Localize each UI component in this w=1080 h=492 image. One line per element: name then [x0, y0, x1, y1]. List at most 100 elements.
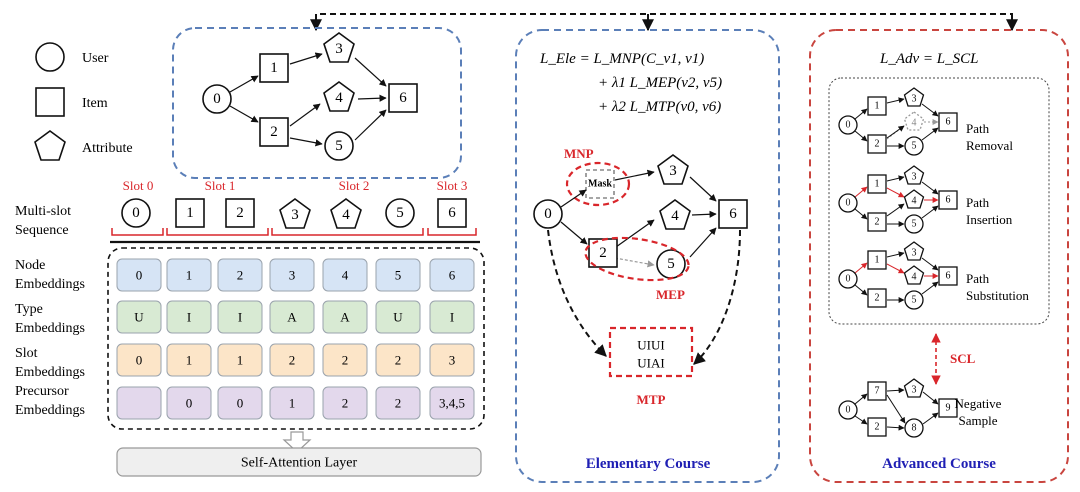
down-arrow-icon	[282, 431, 312, 453]
slot-embedding-value: 1	[237, 353, 244, 368]
slot-embedding-value: 0	[136, 353, 143, 368]
advanced-course: L_Adv = L_SCL 01234560123456012345607238…	[809, 29, 1069, 483]
mini-node-0-label: 0	[846, 198, 851, 209]
seq-node-5-label: 5	[396, 205, 404, 221]
mini-edge	[886, 203, 905, 217]
embedding-grid: Node Embeddings Type Embeddings Slot Emb…	[15, 247, 485, 430]
mini-node-0	[838, 115, 858, 135]
seq-node-3-label: 3	[291, 207, 299, 223]
legend-user-label: User	[82, 51, 109, 66]
mini-node-3	[903, 241, 925, 261]
item-legend-icon	[35, 87, 65, 117]
node-embedding-cell	[429, 258, 475, 292]
ele-node-0	[533, 199, 563, 229]
slot-embedding-cell	[217, 343, 263, 377]
multi-slot-sequence: Multi-slot Sequence Slot 0 Slot 1 Slot 2…	[15, 178, 480, 244]
sequence-label-line2: Sequence	[15, 223, 69, 238]
precursor-embedding-cell	[217, 386, 263, 420]
path-insertion-line1: Path	[966, 195, 990, 210]
mini-node-6-label: 6	[946, 195, 951, 206]
type-embedding-value: I	[187, 310, 191, 325]
mini-node-3	[903, 87, 925, 107]
seq-node-6	[437, 198, 467, 228]
mini-node-3-label: 3	[912, 94, 917, 105]
self-attention-layer: Self-Attention Layer	[116, 447, 482, 477]
row-label-node-1: Node	[15, 258, 45, 273]
seq-node-5	[385, 198, 415, 228]
mini-node-1-label: 1	[875, 101, 880, 112]
mini-node-6	[938, 266, 958, 286]
slot-1-label: Slot 1	[205, 178, 236, 193]
slot-embedding-cell	[116, 343, 162, 377]
graph-node-1-label: 1	[270, 60, 278, 76]
mini-edge	[886, 125, 905, 139]
neg-node-3-label: 3	[912, 385, 917, 396]
row-label-precursor-1: Precursor	[15, 384, 69, 399]
mini-node-4-label: 4	[912, 272, 917, 283]
type-embedding-cell	[322, 300, 368, 334]
path-insertion-line2: Insertion	[966, 212, 1013, 227]
type-embedding-cell	[217, 300, 263, 334]
advanced-course-box	[809, 29, 1069, 483]
top-connector	[310, 13, 1018, 32]
mini-edge	[886, 97, 905, 104]
node-embedding-cell	[217, 258, 263, 292]
input-graph: 0 1 2 3 4 5 6	[172, 27, 462, 179]
graph-node-0-label: 0	[213, 91, 221, 107]
mtp-label: MTP	[637, 392, 666, 407]
row-label-node-2: Embeddings	[15, 277, 85, 292]
masked-node-1	[585, 169, 615, 199]
eq-ele-line2: + λ1 L_MEP(v2, v5)	[598, 75, 722, 91]
user-legend-icon	[35, 42, 65, 72]
neg-node-7-label: 7	[875, 386, 880, 397]
slot-embedding-cell	[322, 343, 368, 377]
path-substitution-line1: Path	[966, 271, 990, 286]
slot-embedding-cell	[269, 343, 315, 377]
legend: User Item Attribute	[34, 42, 133, 161]
eq-ele-line3: + λ2 L_MTP(v0, v6)	[598, 99, 721, 115]
mini-node-3-label: 3	[912, 248, 917, 259]
mini-node-5	[904, 136, 924, 156]
node-embedding-cell	[269, 258, 315, 292]
mep-highlight	[584, 236, 690, 282]
neg-node-9-label: 9	[946, 403, 951, 414]
seq-node-6-label: 6	[448, 205, 456, 221]
ele-node-3	[657, 154, 689, 185]
mini-node-6-label: 6	[946, 271, 951, 282]
slot-0-label: Slot 0	[123, 178, 154, 193]
graph-node-4-label: 4	[335, 90, 343, 106]
slot-2-label: Slot 2	[339, 178, 370, 193]
mini-node-5	[904, 290, 924, 310]
mini-node-2-label: 2	[875, 217, 880, 228]
seq-node-2-label: 2	[236, 205, 244, 221]
node-embedding-value: 2	[237, 268, 244, 283]
node-embedding-cell	[166, 258, 212, 292]
precursor-embedding-value: 3,4,5	[439, 396, 465, 411]
mini-node-4	[903, 111, 925, 131]
mini-node-2-label: 2	[875, 293, 880, 304]
slot-embedding-cell	[429, 343, 475, 377]
mnp-highlight	[565, 161, 631, 207]
mini-node-1-label: 1	[875, 179, 880, 190]
slot-embedding-value: 2	[289, 353, 296, 368]
row-label-precursor-2: Embeddings	[15, 403, 85, 418]
neg-node-8-label: 8	[912, 423, 917, 434]
mini-node-1	[867, 250, 887, 270]
mini-node-2-label: 2	[875, 139, 880, 150]
precursor-embedding-cell	[375, 386, 421, 420]
row-label-type-1: Type	[15, 302, 43, 317]
mnp-label: MNP	[564, 146, 594, 161]
row-label-type-2: Embeddings	[15, 321, 85, 336]
graph-node-0	[202, 84, 232, 114]
mini-node-5-label: 5	[912, 141, 917, 152]
seq-node-0	[121, 198, 151, 228]
precursor-embedding-cell	[429, 386, 475, 420]
mini-edge	[854, 262, 868, 274]
type-embedding-cell	[429, 300, 475, 334]
elementary-course-box	[515, 29, 780, 483]
graph-node-6	[388, 83, 418, 113]
mini-edge	[921, 281, 939, 295]
mtp-box-line1: UIUI	[637, 338, 664, 353]
mini-edge	[921, 205, 939, 219]
